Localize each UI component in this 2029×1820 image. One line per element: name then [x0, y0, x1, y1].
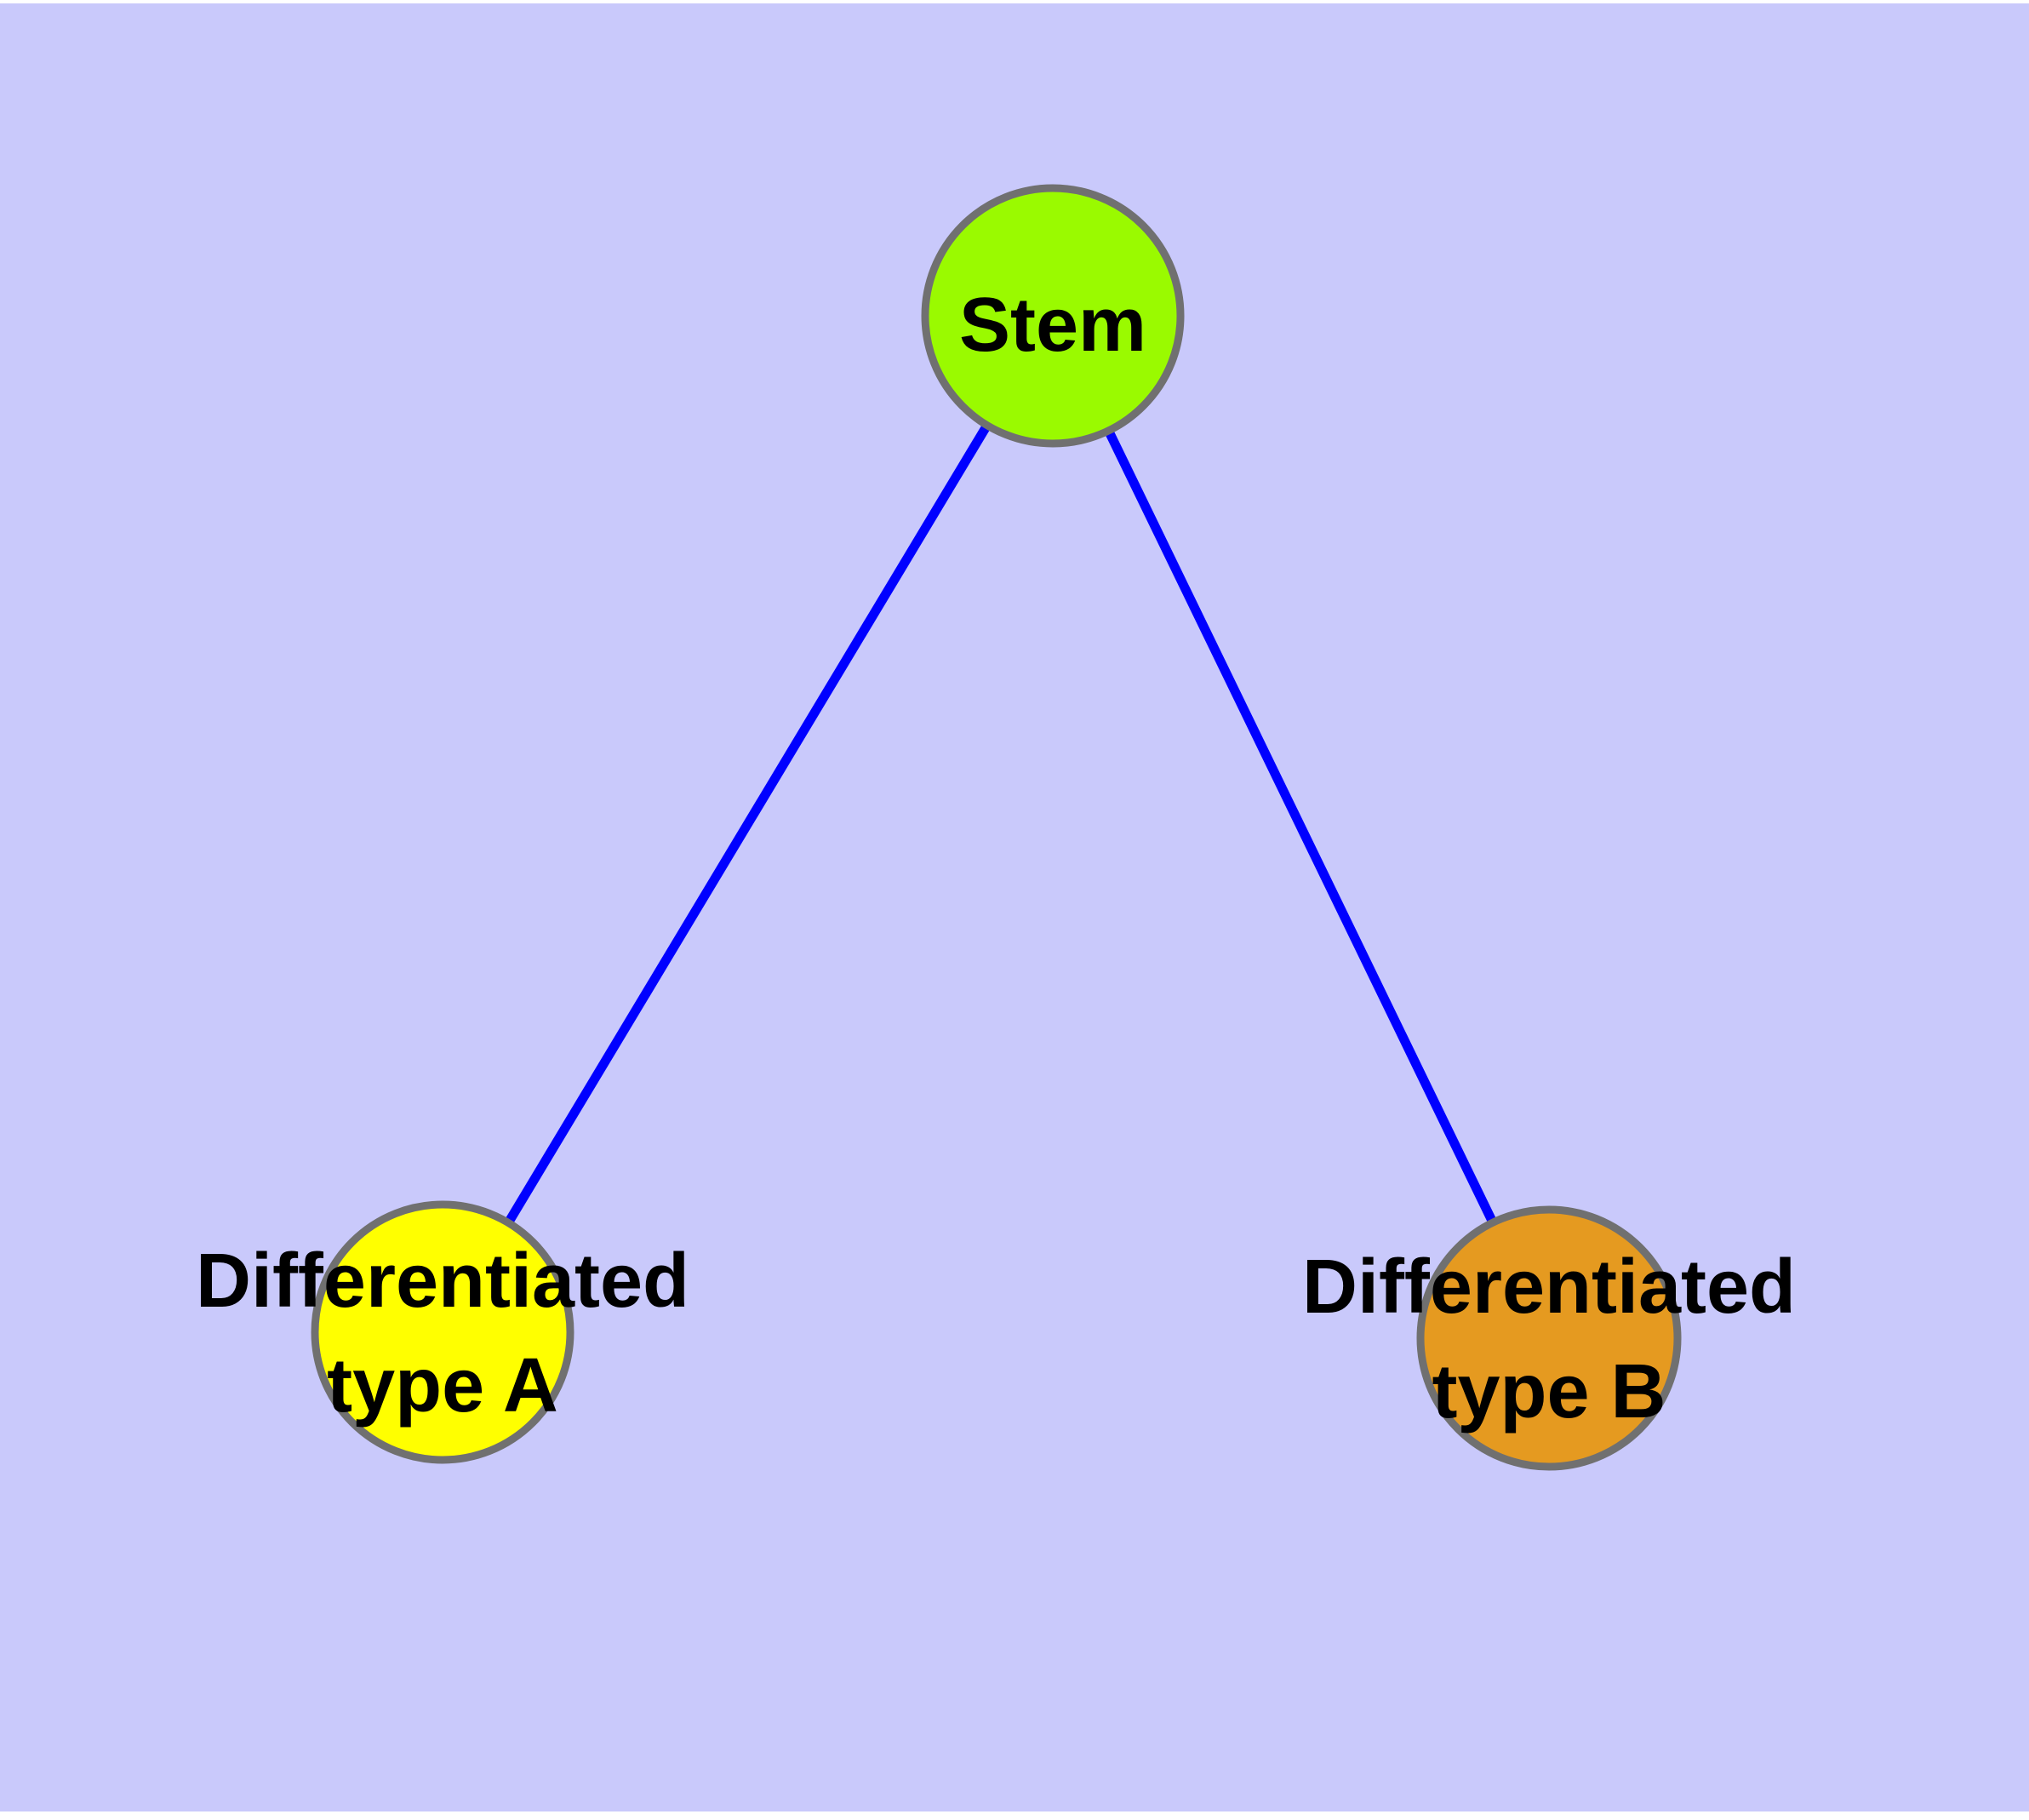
- node-stem-label: Stem: [959, 283, 1146, 368]
- node-differentiated-type-b-label-line2: type B: [1432, 1349, 1666, 1434]
- node-stem-circle: [921, 184, 1185, 448]
- edge-stem-to-type-a: [438, 313, 1057, 1335]
- edge-stem-to-type-b: [1049, 313, 1553, 1341]
- node-differentiated-type-b-circle: [1416, 1205, 1682, 1471]
- node-differentiated-type-a-circle: [311, 1200, 574, 1464]
- node-differentiated-type-a-label-line1: Differentiated: [196, 1239, 689, 1324]
- node-differentiated-type-b-label-line1: Differentiated: [1302, 1245, 1796, 1330]
- node-differentiated-type-a-label-line2: type A: [327, 1343, 558, 1428]
